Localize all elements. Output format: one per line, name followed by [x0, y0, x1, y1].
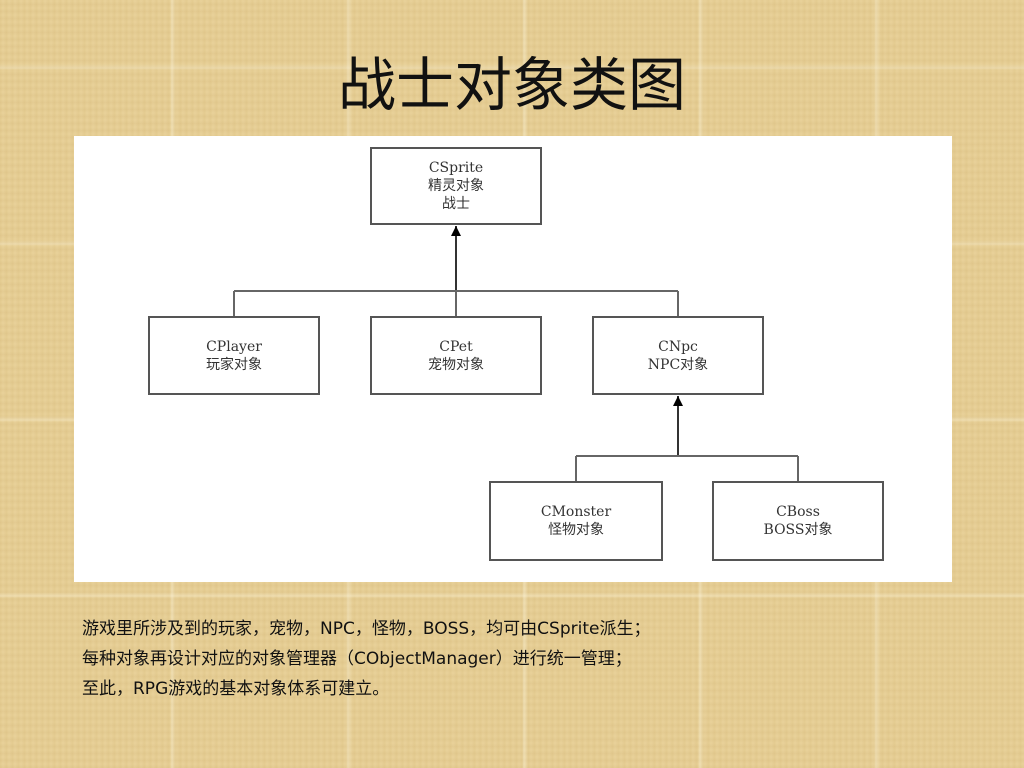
node-label: 战士: [442, 196, 470, 212]
node-cmonster: CMonster 怪物对象: [489, 481, 663, 561]
node-label: 怪物对象: [548, 522, 604, 538]
class-diagram: CSprite 精灵对象 战士 CPlayer 玩家对象 CPet 宠物对象 C…: [74, 136, 952, 582]
caption-line: 游戏里所涉及到的玩家，宠物，NPC，怪物，BOSS，均可由CSprite派生；: [82, 619, 651, 639]
node-label: CMonster: [540, 504, 612, 520]
node-label: CSprite: [428, 160, 484, 176]
node-label: CBoss: [776, 504, 820, 520]
description-text: 游戏里所涉及到的玩家，宠物，NPC，怪物，BOSS，均可由CSprite派生； …: [82, 614, 962, 704]
node-label: BOSS对象: [763, 522, 833, 538]
page-title: 战士对象类图: [337, 51, 686, 119]
node-cnpc: CNpc NPC对象: [592, 316, 764, 395]
node-label: NPC对象: [647, 356, 709, 373]
caption-line: 至此，RPG游戏的基本对象体系可建立。: [82, 679, 390, 699]
node-label: CNpc: [658, 338, 698, 355]
node-label: 玩家对象: [206, 356, 262, 373]
node-label: CPlayer: [206, 338, 262, 355]
node-cboss: CBoss BOSS对象: [712, 481, 884, 561]
node-label: CPet: [439, 338, 473, 355]
inheritance-edges: [233, 226, 799, 481]
node-cplayer: CPlayer 玩家对象: [148, 316, 320, 395]
node-cpet: CPet 宠物对象: [370, 316, 542, 395]
node-label: 精灵对象: [428, 178, 484, 194]
node-csprite: CSprite 精灵对象 战士: [370, 147, 542, 225]
caption-line: 每种对象再设计对应的对象管理器（CObjectManager）进行统一管理；: [82, 649, 632, 669]
node-label: 宠物对象: [428, 356, 484, 373]
